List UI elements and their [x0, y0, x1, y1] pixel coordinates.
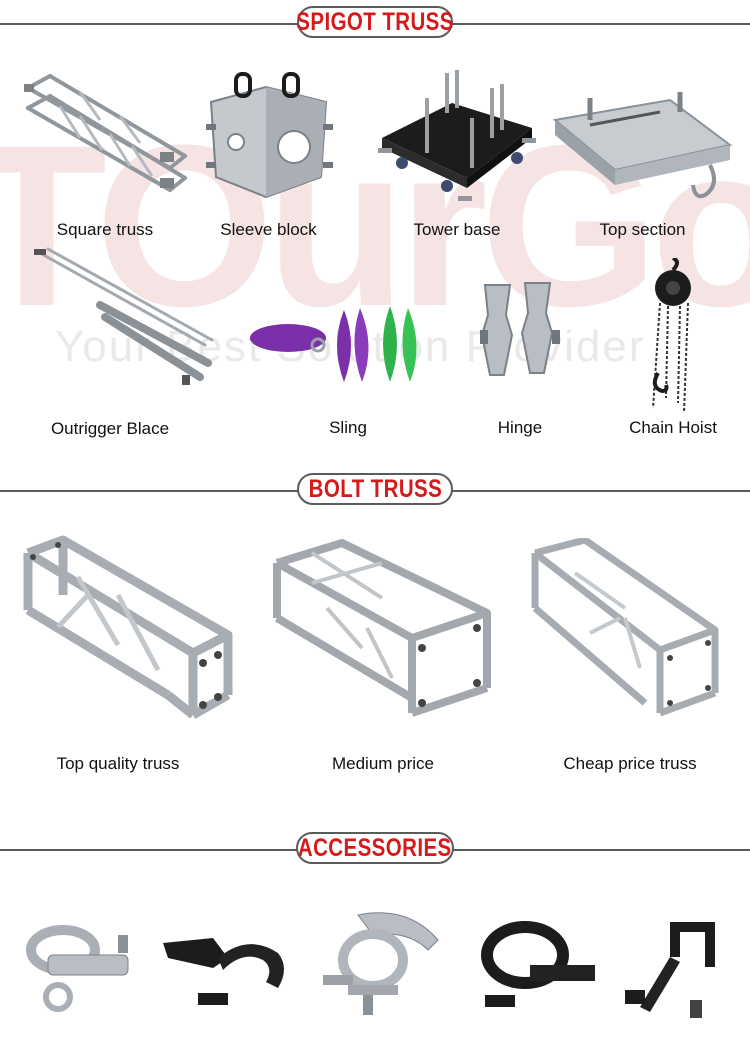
product-top-section[interactable]: Top section — [550, 90, 735, 239]
section-header-accessories: ACCESSORIES — [0, 830, 750, 870]
product-hinge[interactable]: Hinge — [470, 275, 570, 443]
accessory-silver-half-coupler[interactable] — [318, 905, 448, 1020]
product-top-quality-truss[interactable]: Top quality truss — [18, 535, 233, 780]
product-label: Sleeve block — [220, 220, 317, 239]
chain-hoist-image — [652, 258, 691, 414]
top-quality-truss-image — [23, 535, 233, 719]
product-sling[interactable]: Sling — [248, 300, 448, 443]
section-title: BOLT TRUSS — [308, 474, 442, 503]
accessory-black-coupler[interactable] — [470, 915, 600, 1020]
cheap-price-truss-image — [531, 538, 719, 717]
product-cheap-price-truss[interactable]: Cheap price truss — [530, 538, 730, 780]
tower-base-image — [378, 70, 536, 201]
product-label: Hinge — [497, 418, 543, 437]
black-coupler-image — [481, 921, 595, 1007]
product-medium-price-truss[interactable]: Medium price — [272, 538, 494, 780]
outrigger-image — [34, 247, 214, 385]
product-label: Top quality truss — [56, 754, 180, 773]
square-truss-image — [24, 74, 187, 192]
product-chain-hoist[interactable]: Chain Hoist — [618, 258, 728, 443]
hook-clamp-image — [625, 922, 715, 1018]
section-title: ACCESSORIES — [298, 833, 452, 862]
accessory-hook-clamp[interactable] — [620, 912, 732, 1024]
product-label: Square truss — [56, 220, 154, 239]
product-label: Cheap price truss — [563, 754, 697, 773]
medium-price-truss-image — [273, 539, 491, 717]
accessory-eye-clamp[interactable] — [18, 915, 138, 1015]
product-label: Outrigger Blace — [50, 419, 170, 438]
product-label: Medium price — [331, 754, 435, 773]
product-sleeve-block[interactable]: Sleeve block — [196, 62, 341, 239]
top-section-image — [552, 92, 733, 199]
section-title-pill: BOLT TRUSS — [297, 473, 453, 505]
section-header-bolt: BOLT TRUSS — [0, 471, 750, 511]
product-outrigger-blace[interactable]: Outrigger Blace — [30, 245, 220, 443]
section-title-pill: SPIGOT TRUSS — [296, 6, 454, 38]
silver-half-coupler-image — [323, 912, 439, 1015]
product-label: Tower base — [413, 220, 501, 239]
accessory-black-quick-clamp[interactable] — [158, 918, 298, 1018]
section-title-pill: ACCESSORIES — [296, 832, 454, 864]
product-square-truss[interactable]: Square truss — [20, 68, 190, 239]
sleeve-block-image — [206, 72, 333, 199]
black-quick-clamp-image — [163, 938, 284, 1005]
sling-image — [250, 306, 417, 382]
hinge-image — [480, 282, 560, 376]
section-title: SPIGOT TRUSS — [296, 7, 454, 36]
eye-clamp-image — [26, 925, 129, 1012]
product-tower-base[interactable]: Tower base — [372, 68, 542, 239]
section-header-spigot: SPIGOT TRUSS — [0, 4, 750, 44]
product-label: Top section — [599, 220, 686, 239]
product-label: Chain Hoist — [629, 418, 717, 437]
product-label: Sling — [329, 418, 367, 437]
